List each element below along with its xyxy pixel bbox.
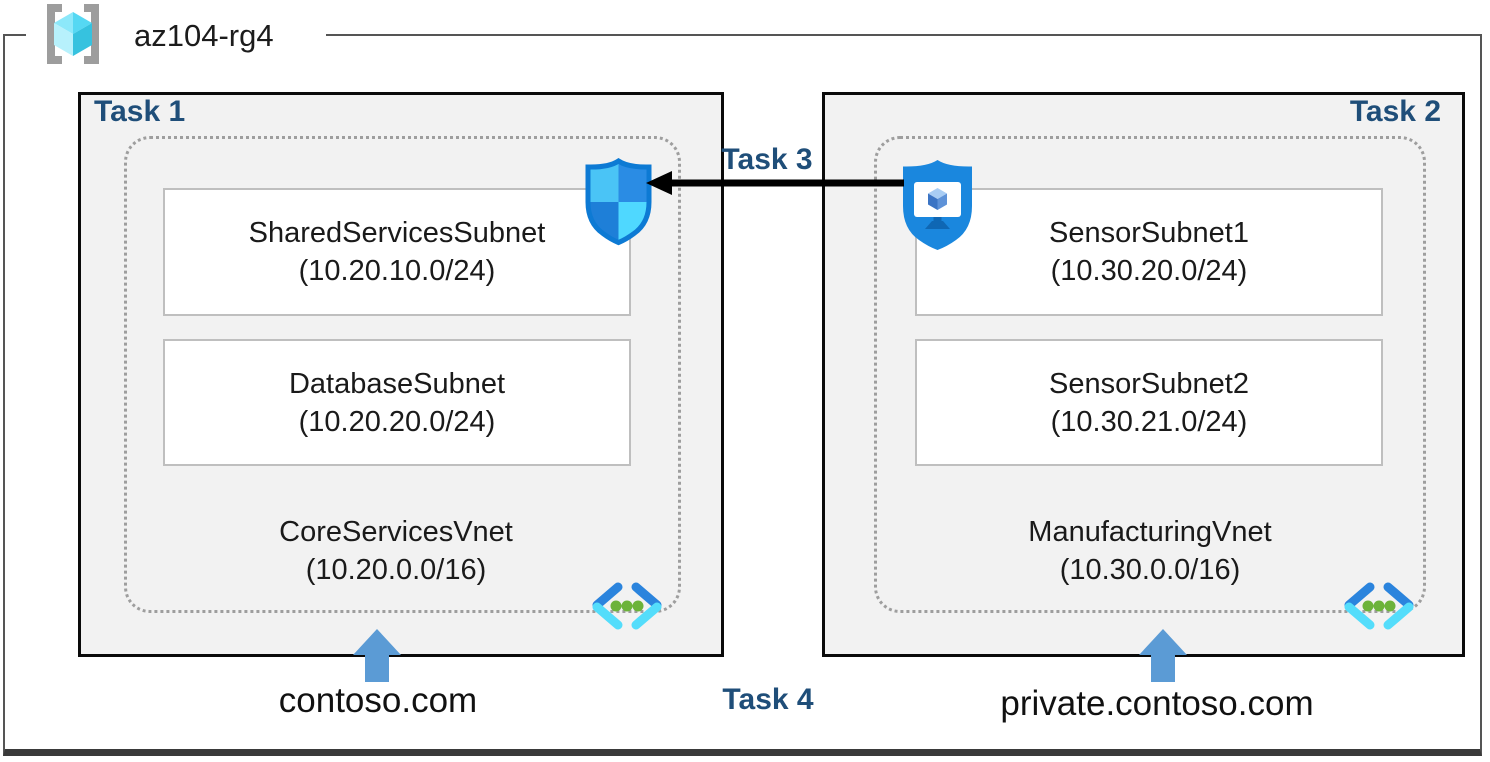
- resource-group-name: az104-rg4: [124, 16, 284, 56]
- resource-group-icon: [47, 4, 99, 64]
- arrow-up-icon: [353, 629, 401, 682]
- vnet-cidr: (10.30.0.0/16): [1059, 554, 1241, 586]
- vnet-cidr: (10.20.0.0/16): [305, 554, 487, 586]
- subnet-card-sensor2: SensorSubnet2 (10.30.21.0/24): [915, 339, 1383, 466]
- task1-label: Task 1: [94, 95, 186, 128]
- network-security-group-icon: [585, 157, 652, 246]
- arrow-up-icon: [1139, 629, 1187, 682]
- task4-label: Task 4: [722, 683, 814, 716]
- dns-zone-label-contoso: contoso.com: [278, 681, 478, 720]
- subnet-cidr: (10.30.20.0/24): [1050, 255, 1248, 287]
- subnet-card-sharedservices: SharedServicesSubnet (10.20.10.0/24): [163, 188, 631, 316]
- subnet-cidr: (10.20.10.0/24): [298, 255, 496, 287]
- bastion-icon: [903, 160, 972, 250]
- resource-group-frame: [3, 34, 1482, 756]
- subnet-cidr: (10.20.20.0/24): [298, 405, 496, 438]
- dns-zone-label-private-contoso: private.contoso.com: [1000, 684, 1314, 723]
- vnet-boundary-manufacturing: [874, 136, 1426, 613]
- subnet-cidr: (10.30.21.0/24): [1050, 405, 1248, 438]
- vnet-name: ManufacturingVnet: [1028, 516, 1272, 548]
- vnet-boundary-coreservices: [124, 136, 681, 613]
- subnet-name: SensorSubnet1: [1049, 217, 1249, 249]
- virtual-network-icon: [1344, 582, 1414, 630]
- subnet-name: SharedServicesSubnet: [248, 217, 546, 249]
- vnet-label-manufacturing: ManufacturingVnet (10.30.0.0/16): [950, 513, 1350, 589]
- vnet-name: CoreServicesVnet: [279, 516, 513, 548]
- subnet-card-sensor1: SensorSubnet1 (10.30.20.0/24): [915, 188, 1383, 316]
- vnet-label-coreservices: CoreServicesVnet (10.20.0.0/16): [196, 513, 596, 589]
- virtual-network-icon: [592, 582, 662, 630]
- arrow-left-icon: [646, 171, 904, 195]
- task2-label: Task 2: [1349, 95, 1441, 128]
- subnet-name: SensorSubnet2: [1049, 367, 1249, 400]
- subnet-name: DatabaseSubnet: [288, 367, 506, 400]
- task3-label: Task 3: [721, 143, 813, 176]
- subnet-card-database: DatabaseSubnet (10.20.20.0/24): [163, 339, 631, 466]
